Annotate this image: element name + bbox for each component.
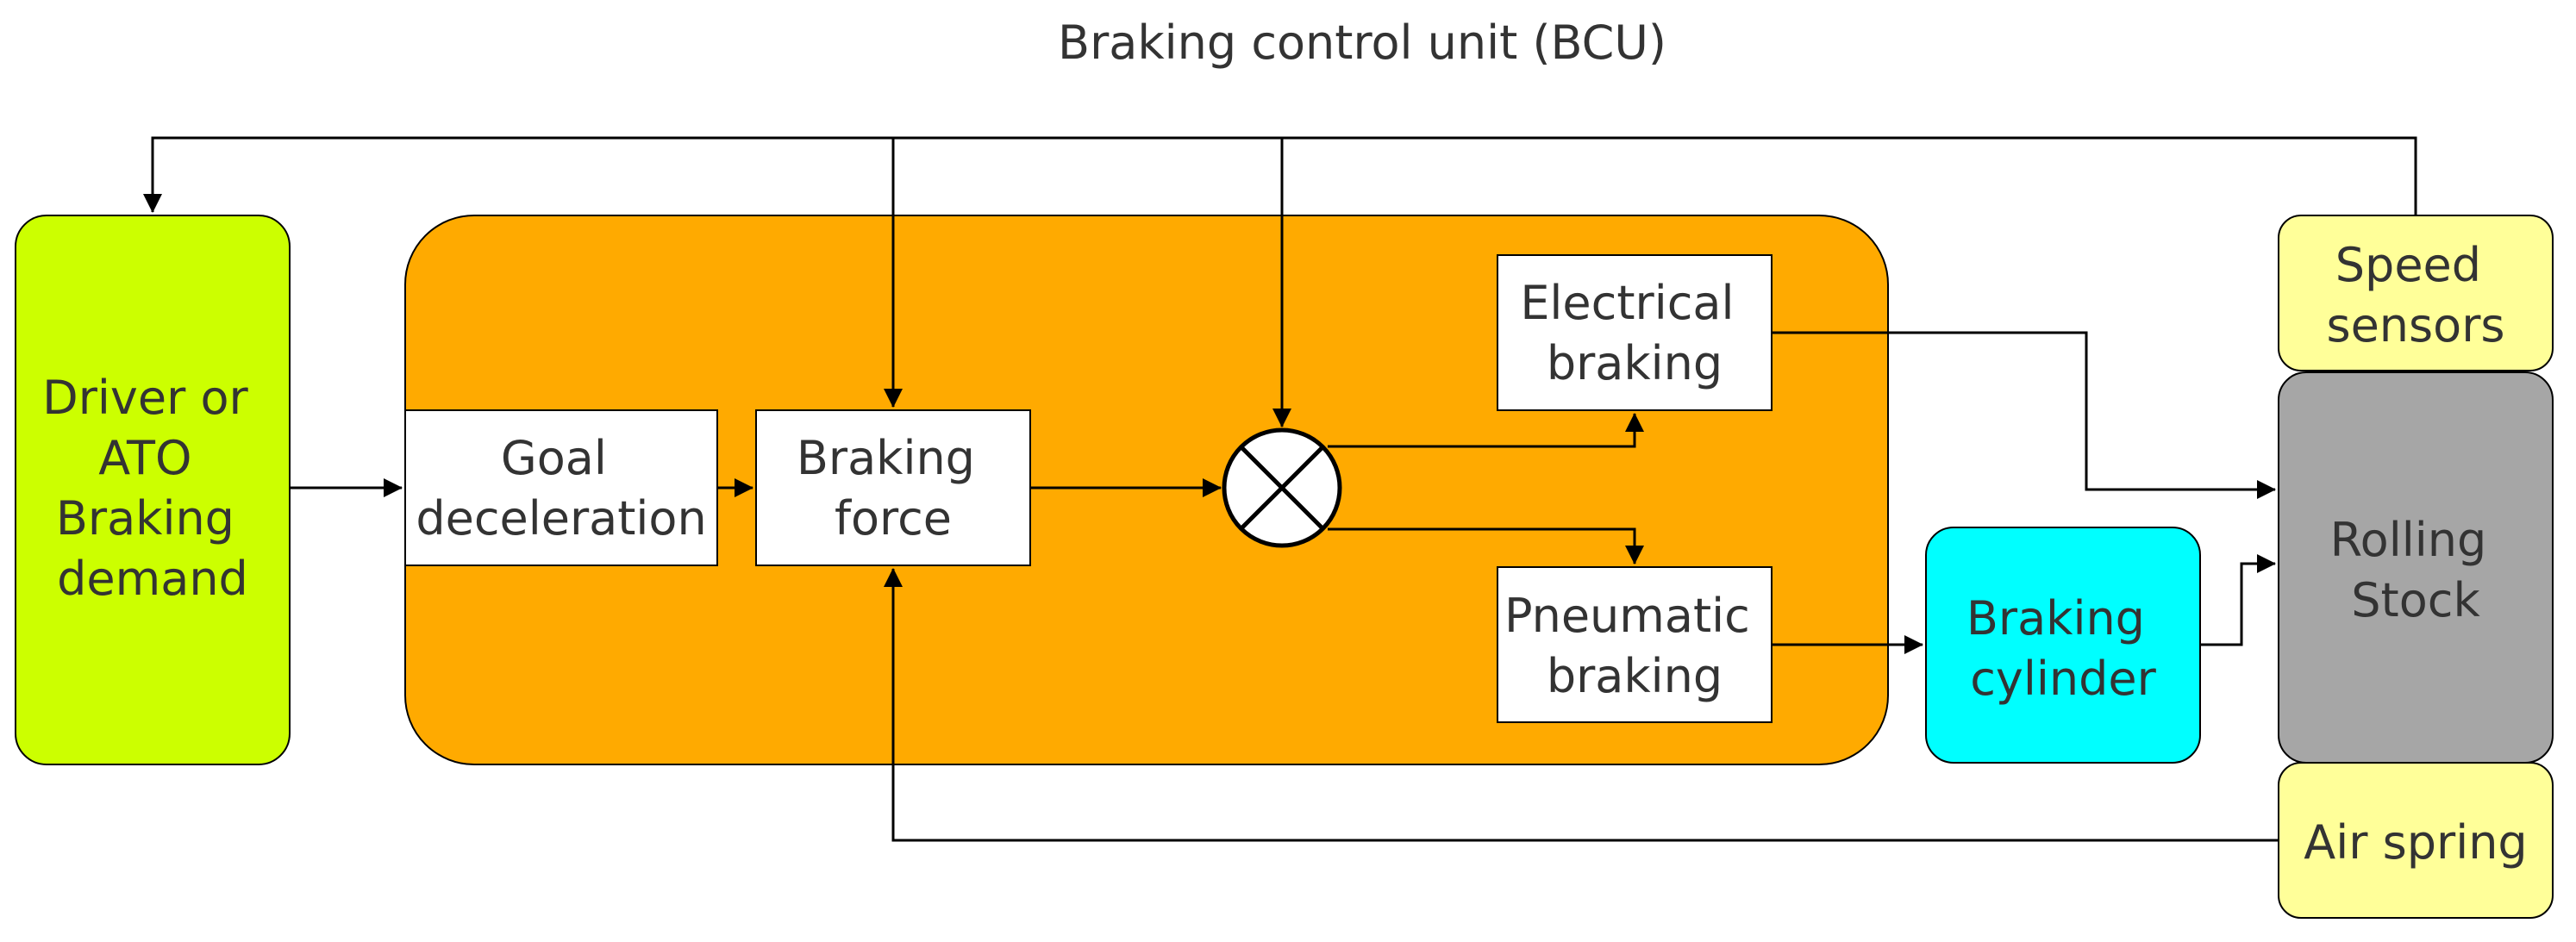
svg-text:Braking force: Braking force xyxy=(797,431,990,546)
goal-label-line-1: Goal xyxy=(501,431,607,485)
rolling-label-line-2: Stock xyxy=(2351,573,2480,627)
driver-label-line-2: ATO xyxy=(98,431,191,485)
svg-text:Driver or ATO Brak: Driver or ATO Braking demand xyxy=(42,371,263,606)
speed-label-line-1: Speed xyxy=(2335,238,2481,292)
braking-force-node: Braking force xyxy=(755,409,1031,566)
speed-sensors-node: Speed sensors xyxy=(2278,215,2554,371)
driver-label-line-4: demand xyxy=(57,552,248,606)
force-label-line-1: Braking xyxy=(797,431,975,485)
air-spring-node: Air spring xyxy=(2278,762,2554,919)
pneumatic-label-line-1: Pneumatic xyxy=(1504,589,1750,643)
cylinder-label-line-2: cylinder xyxy=(1970,652,2156,706)
driver-label-line-1: Driver or xyxy=(42,371,248,425)
svg-text:Rolling Stock: Rolling Stock xyxy=(2330,513,2502,627)
electrical-braking-node: Electrical braking xyxy=(1497,254,1773,411)
driver-ato-node: Driver or ATO Braking demand xyxy=(15,215,291,765)
svg-text:Speed sensors: Speed sensors xyxy=(2326,238,2504,352)
connector-cylinder-to-rolling xyxy=(2200,554,2276,646)
connector-summing-to-electrical xyxy=(1328,413,1644,448)
connector-speed-to-driver xyxy=(143,136,2417,215)
electrical-label-line-1: Electrical xyxy=(1520,276,1734,330)
air-label-line-1: Air spring xyxy=(2304,815,2527,870)
svg-text:Electrical braking: Electrical braking xyxy=(1520,276,1748,390)
pneumatic-label-line-2: braking xyxy=(1547,649,1723,703)
svg-text:Air spring: Air spring xyxy=(2304,815,2527,870)
svg-text:Goal deceleration: Goal deceleration xyxy=(416,431,706,546)
goal-deceleration-node: Goal deceleration xyxy=(404,409,718,566)
connector-air-spring-to-force xyxy=(884,568,2279,842)
goal-label-line-2: deceleration xyxy=(416,491,706,546)
braking-cylinder-node: Braking cylinder xyxy=(1925,527,2201,764)
summing-junction xyxy=(1222,427,1342,548)
cylinder-label-line-1: Braking xyxy=(1966,591,2145,646)
svg-text:Braking cylinder: Braking cylinder xyxy=(1966,591,2160,706)
connector-summing-to-pneumatic xyxy=(1328,527,1644,565)
pneumatic-braking-node: Pneumatic braking xyxy=(1497,566,1773,723)
driver-label-line-3: Braking xyxy=(56,491,234,546)
force-label-line-2: force xyxy=(835,491,952,546)
rolling-label-line-1: Rolling xyxy=(2330,513,2487,567)
electrical-label-line-2: braking xyxy=(1547,336,1723,390)
speed-label-line-2: sensors xyxy=(2326,298,2504,352)
connector-electrical-to-rolling xyxy=(1772,331,2276,499)
diagram-title: Braking control unit (BCU) xyxy=(1058,16,1666,70)
rolling-stock-node: Rolling Stock xyxy=(2278,371,2554,764)
connectors xyxy=(143,136,2417,842)
svg-text:Pneumatic braking: Pneumatic braking xyxy=(1504,589,1765,703)
